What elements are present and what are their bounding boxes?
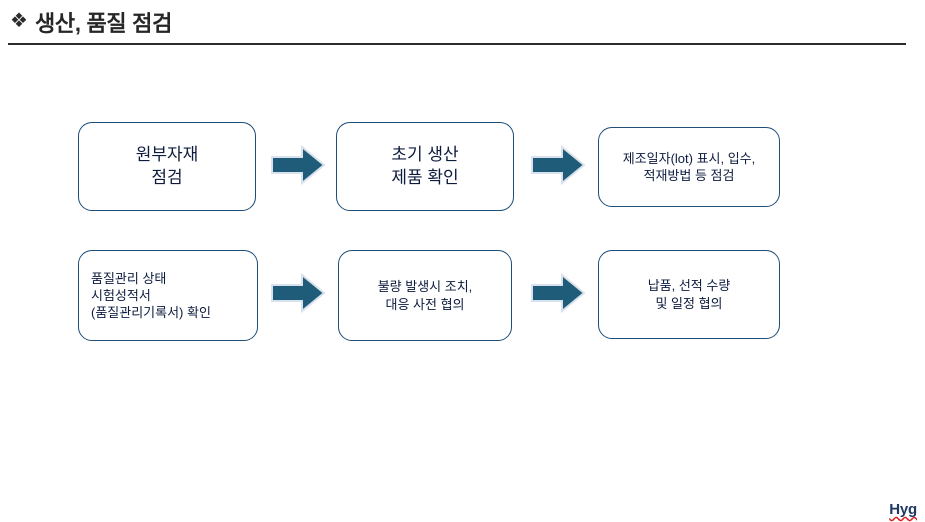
- diamond-bullet-icon: ❖: [10, 10, 28, 32]
- slide-title: ❖ 생산, 품질 점검: [10, 6, 172, 38]
- page-title: 생산, 품질 점검: [34, 11, 173, 36]
- flow-node-defect-response[interactable]: 불량 발생시 조치, 대응 사전 협의: [338, 250, 512, 341]
- flow-node-quality-record-check[interactable]: 품질관리 상태 시험성적서 (품질관리기록서) 확인: [78, 250, 258, 341]
- flow-node-delivery-schedule[interactable]: 납품, 선적 수량 및 일정 협의: [598, 250, 780, 339]
- flow-node-lot-marking-check[interactable]: 제조일자(lot) 표시, 입수, 적재방법 등 점검: [598, 127, 780, 207]
- flow-arrow-right-icon: [530, 144, 586, 186]
- flow-node-initial-production-check[interactable]: 초기 생산 제품 확인: [336, 122, 514, 211]
- flow-arrow-right-icon: [270, 272, 326, 314]
- footer-brand-mark: Hyg: [889, 501, 917, 518]
- flow-node-raw-material-check[interactable]: 원부자재 점검: [78, 122, 256, 211]
- flow-arrow-right-icon: [530, 272, 586, 314]
- title-divider: [8, 43, 906, 45]
- flow-arrow-right-icon: [270, 144, 326, 186]
